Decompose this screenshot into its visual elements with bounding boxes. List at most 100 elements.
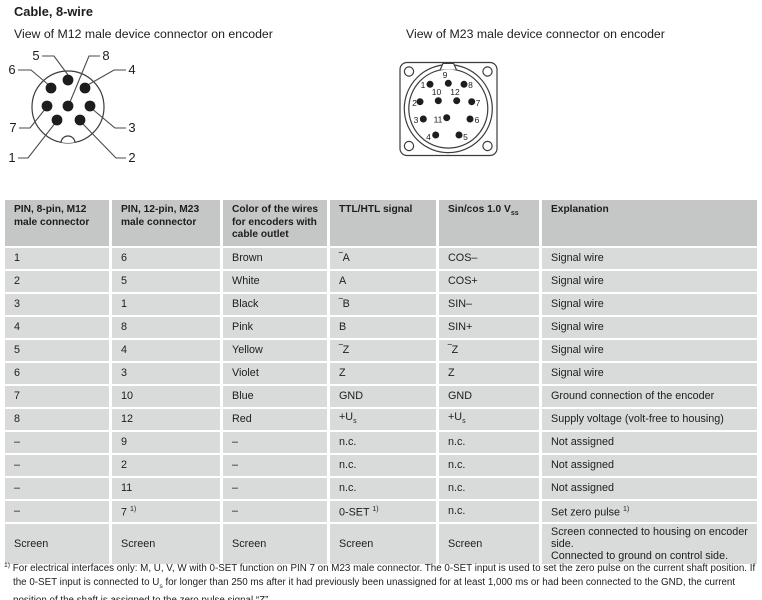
m12-pin-3-dot [84, 100, 96, 112]
table-cell: 0-SET 1) [330, 500, 436, 522]
table-cell: GND [439, 385, 539, 407]
table-cell: Brown [223, 247, 327, 269]
m12-pin-5-dot [62, 74, 74, 86]
table-cell: – [5, 500, 109, 522]
table-cell: 2 [112, 454, 220, 476]
col-header-pin-m23: PIN, 12-pin, M23 male connector [112, 200, 220, 246]
table-cell: 7 1) [112, 500, 220, 522]
table-cell: 12 [112, 408, 220, 430]
m12-pin-label: 2 [128, 150, 135, 165]
m12-pin-label: 1 [8, 150, 15, 165]
m12-pin-6-dot [45, 82, 57, 94]
table-cell: Blue [223, 385, 327, 407]
m23-pin-9-dot [444, 79, 452, 87]
table-cell: 8 [5, 408, 109, 430]
table-cell: 11 [112, 477, 220, 499]
table-header: PIN, 8-pin, M12 male connector PIN, 12-p… [5, 200, 757, 246]
table-cell: Screen [223, 523, 327, 564]
m23-pin-11-dot [443, 114, 451, 122]
table-cell: COS+ [439, 270, 539, 292]
table-cell: Signal wire [542, 293, 757, 315]
m23-flange [399, 61, 498, 157]
m12-pin-1-dot [51, 114, 63, 126]
m23-pin-7-dot [468, 98, 476, 106]
table-row: –11–n.c.n.c.Not assigned [5, 477, 757, 499]
table-cell: ‾A [330, 247, 436, 269]
table-row: –2–n.c.n.c.Not assigned [5, 454, 757, 476]
table-cell: – [223, 454, 327, 476]
table-cell: Yellow [223, 339, 327, 361]
table-cell: – [223, 500, 327, 522]
m12-pin-label: 6 [8, 62, 15, 77]
m12-leader-pin8 [69, 55, 100, 103]
m12-leader-pin3 [90, 107, 126, 129]
m23-pin-label: 2 [412, 98, 417, 108]
m23-mount-hole [403, 140, 415, 152]
table-cell: 9 [112, 431, 220, 453]
m12-pin-8-dot [62, 100, 74, 112]
table-cell: Signal wire [542, 270, 757, 292]
m12-pin-4-dot [79, 82, 91, 94]
table-cell: +Us [330, 408, 436, 430]
table-cell: Screen connected to housing on encoder s… [542, 523, 757, 564]
table-cell: 1 [5, 247, 109, 269]
m23-pin-8-dot [460, 80, 468, 88]
table-cell: COS– [439, 247, 539, 269]
table-cell: 6 [112, 247, 220, 269]
table-header-row: PIN, 8-pin, M12 male connector PIN, 12-p… [5, 200, 757, 246]
m23-pin-1-dot [426, 80, 434, 88]
m12-pin-label: 7 [9, 120, 16, 135]
table-cell: Screen [5, 523, 109, 564]
table-cell: SIN+ [439, 316, 539, 338]
col-header-explanation: Explanation [542, 200, 757, 246]
m23-pin-5-dot [455, 131, 463, 139]
table-cell: ‾B [330, 293, 436, 315]
col-header-wire-color: Color of the wires for encoders with cab… [223, 200, 327, 246]
table-cell: n.c. [439, 431, 539, 453]
table-cell: Signal wire [542, 362, 757, 384]
table-cell: Z [330, 362, 436, 384]
table-cell: Signal wire [542, 316, 757, 338]
table-cell: Supply voltage (volt-free to housing) [542, 408, 757, 430]
table-cell: A [330, 270, 436, 292]
m23-pin-label: 8 [468, 80, 473, 90]
caption-m23: View of M23 male device connector on enc… [406, 27, 665, 41]
m23-pin-6-dot [466, 115, 474, 123]
m23-pin-4-dot [432, 131, 440, 139]
m23-pin-10-dot [434, 97, 442, 105]
table-cell: 3 [5, 293, 109, 315]
table-cell: GND [330, 385, 436, 407]
m12-leader-pin2 [80, 121, 126, 159]
table-cell: Pink [223, 316, 327, 338]
table-cell: ‾Z [439, 339, 539, 361]
table-cell: n.c. [439, 454, 539, 476]
table-cell: 5 [5, 339, 109, 361]
table-cell: SIN– [439, 293, 539, 315]
table-cell: Not assigned [542, 431, 757, 453]
m23-pin-3-dot [419, 115, 427, 123]
table-cell: ‾Z [330, 339, 436, 361]
m12-leader-pin1 [18, 121, 57, 159]
m12-pin-2-dot [74, 114, 86, 126]
table-cell: n.c. [330, 431, 436, 453]
table-cell: Red [223, 408, 327, 430]
table-cell: 6 [5, 362, 109, 384]
table-cell: 10 [112, 385, 220, 407]
table-cell: Ground connection of the encoder [542, 385, 757, 407]
m12-leader-pin4 [85, 69, 126, 87]
m23-pin-label: 11 [434, 115, 443, 125]
caption-m12: View of M12 male device connector on enc… [14, 27, 273, 41]
m12-leader-pin5 [42, 55, 69, 76]
m23-mount-hole [482, 140, 493, 152]
col-header-sincos: Sin/cos 1.0 Vss [439, 200, 539, 246]
table-cell: Z [439, 362, 539, 384]
m23-pin-label: 7 [476, 98, 481, 108]
table-cell: Black [223, 293, 327, 315]
m23-pin-label: 6 [475, 115, 480, 125]
